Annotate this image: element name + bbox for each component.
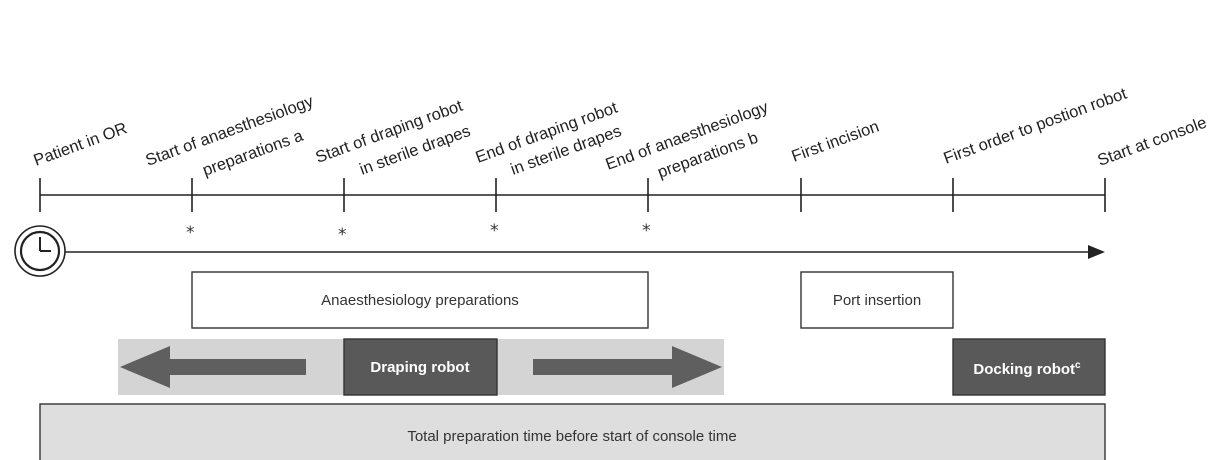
timeline-axis — [39, 178, 1106, 212]
draping-robot-phase: Draping robot — [118, 338, 724, 396]
event-star: * — [338, 225, 347, 245]
docking-robot-phase: Docking robotc — [952, 338, 1106, 396]
docking-robot-superscript: c — [1075, 360, 1081, 371]
event-label-start-console: Start at console — [1095, 114, 1209, 170]
event-stars: * * * * — [186, 221, 651, 245]
anaesthesiology-phase: Anaesthesiology preparations — [191, 271, 649, 329]
event-label-patient-in-or: Patient in OR — [31, 119, 129, 170]
port-insertion-label: Port insertion — [833, 292, 921, 309]
event-star: * — [642, 221, 651, 241]
clock-icon — [14, 225, 66, 277]
docking-robot-label: Docking robotc — [973, 360, 1081, 378]
anaesthesiology-phase-label: Anaesthesiology preparations — [321, 292, 519, 309]
docking-robot-text: Docking robot — [973, 361, 1075, 378]
event-star: * — [490, 221, 499, 241]
draping-robot-label: Draping robot — [370, 359, 469, 376]
right-arrow-icon — [533, 346, 722, 388]
event-labels: Patient in OR Start of anaesthesiology p… — [31, 85, 1209, 182]
event-label-first-incision: First incision — [789, 117, 881, 165]
time-arrow — [65, 245, 1105, 259]
event-star: * — [186, 223, 195, 243]
left-arrow-icon — [120, 346, 306, 388]
total-preparation-phase: Total preparation time before start of c… — [39, 403, 1106, 460]
port-insertion-phase: Port insertion — [800, 271, 954, 329]
total-preparation-label: Total preparation time before start of c… — [407, 428, 736, 445]
